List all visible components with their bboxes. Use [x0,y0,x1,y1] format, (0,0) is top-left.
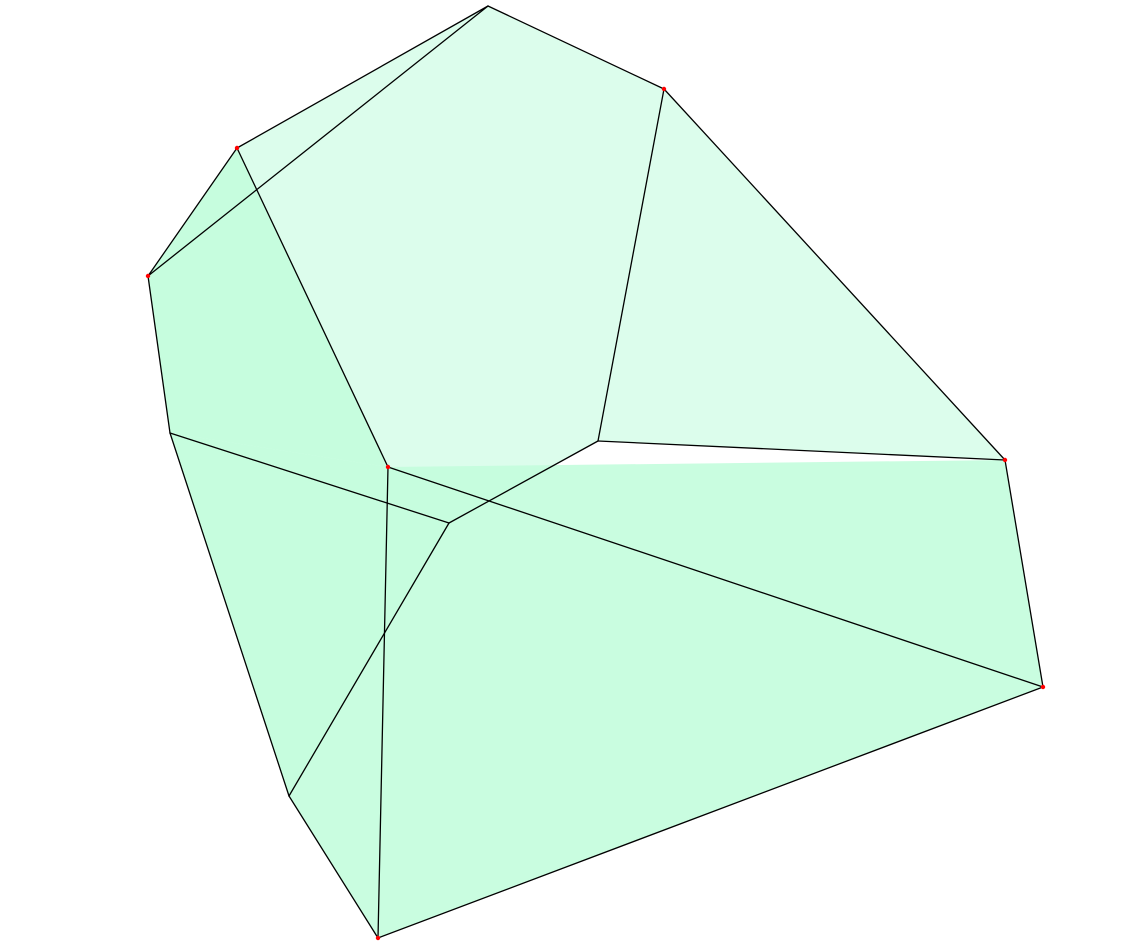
edge-KH [288,522,450,797]
edge-DE [147,275,171,434]
vertex-marker-D [145,273,151,279]
edge-EK [169,432,290,797]
vertex-marker-J [1040,684,1046,690]
edge-AC [236,5,489,149]
vertex-marker-I [1002,457,1008,463]
vertices-layer [145,86,1046,941]
edges-layer [147,5,1044,939]
edge-FJ [387,466,1044,688]
edge-BG [597,88,665,442]
front-face-3 [388,460,1043,687]
edge-CF [236,147,389,468]
front-face-2 [170,433,388,938]
edge-BI [663,88,1006,461]
edge-CD [147,147,238,277]
vertex-marker-F [385,464,391,470]
front-face-4 [378,467,1043,938]
edge-AD [147,5,489,277]
edge-KL [288,795,379,939]
vertex-marker-C [234,145,240,151]
edge-IJ [1004,459,1044,688]
edge-FL [377,466,389,939]
vertex-marker-L [375,935,381,941]
edge-EH [169,432,450,524]
edge-GH [448,440,599,524]
vertex-marker-B [661,86,667,92]
edge-GI [597,440,1006,461]
edge-JL [377,686,1044,939]
back-face-2 [598,89,1005,460]
edge-AB [487,5,665,90]
